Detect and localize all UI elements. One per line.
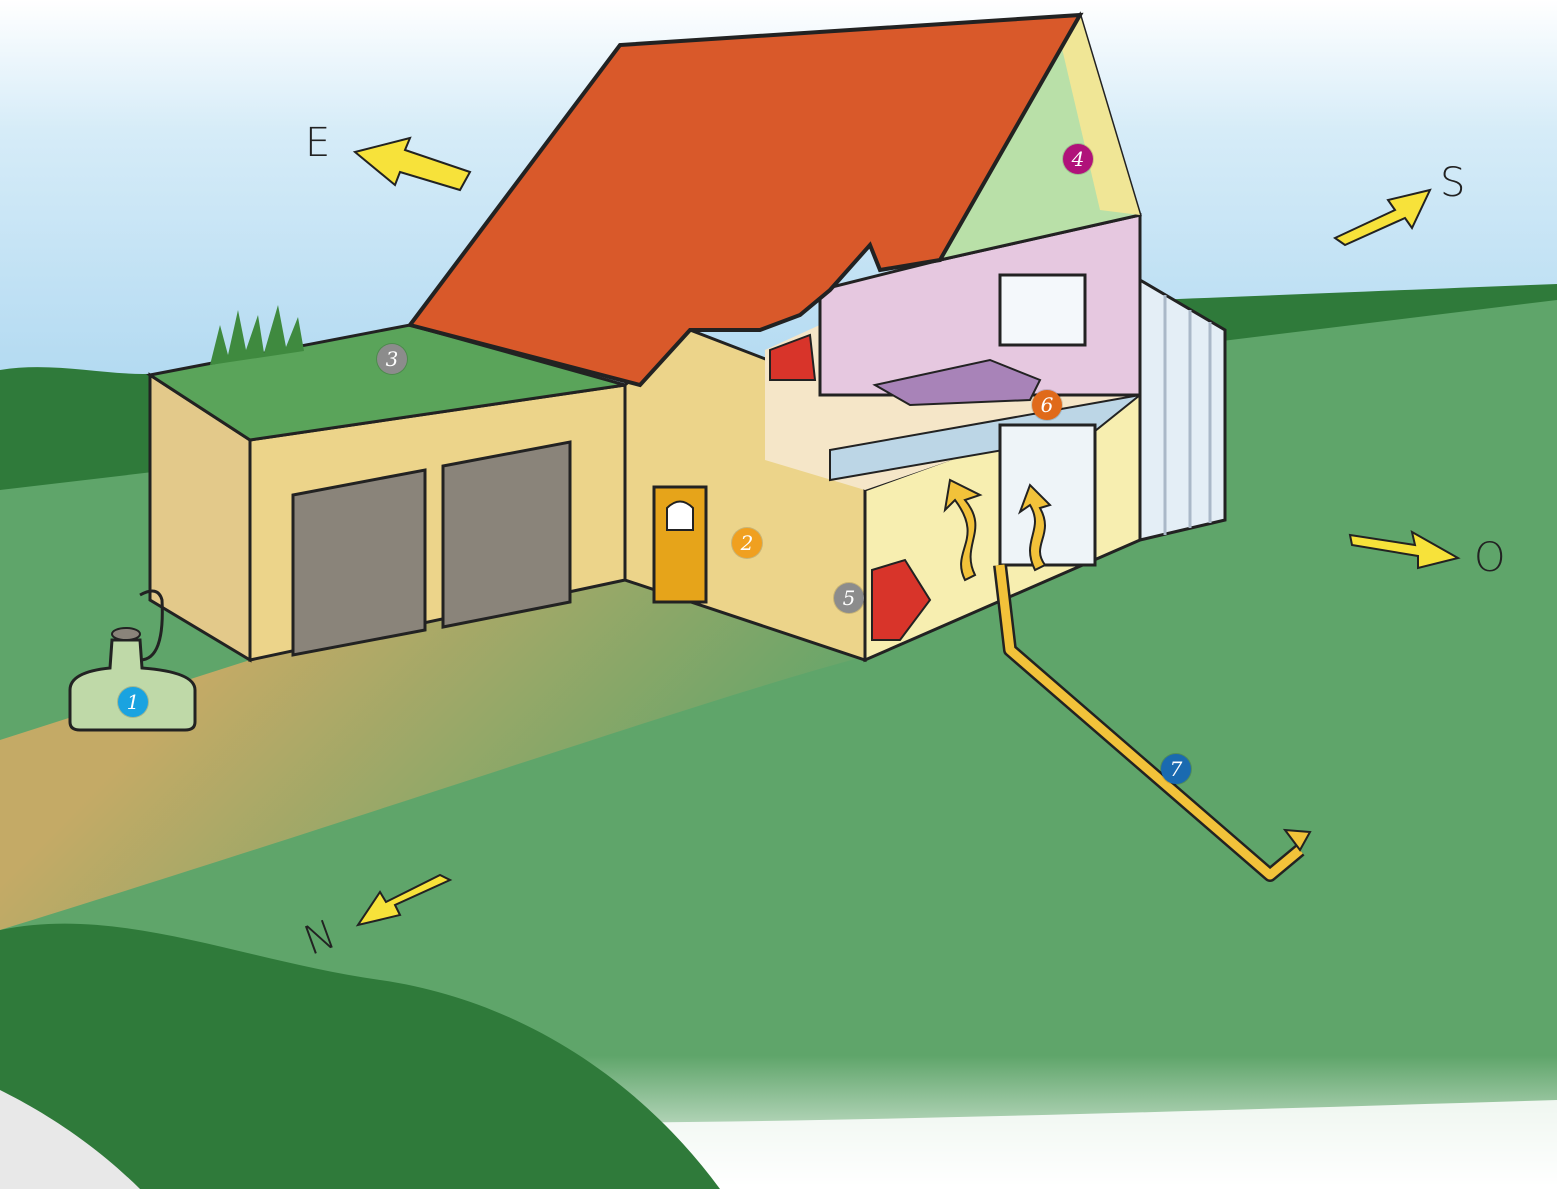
compass-west-label: O <box>1474 535 1505 581</box>
rainwater-tank-lid <box>112 628 140 640</box>
garage-door-left <box>293 470 425 655</box>
marker-3: 3 <box>377 344 407 374</box>
ground-floor-window <box>1000 425 1095 565</box>
marker-1: 1 <box>118 687 148 717</box>
compass-south-label: S <box>1440 160 1465 206</box>
door-window <box>667 502 693 531</box>
marker-2: 2 <box>732 528 762 558</box>
bedroom-window <box>1000 275 1085 345</box>
marker-7: 7 <box>1161 754 1191 784</box>
marker-4: 4 <box>1063 144 1093 174</box>
marker-5: 5 <box>834 583 864 613</box>
garage-door-right <box>443 442 570 627</box>
compass-east-label: E <box>305 120 330 166</box>
marker-6: 6 <box>1032 390 1062 420</box>
